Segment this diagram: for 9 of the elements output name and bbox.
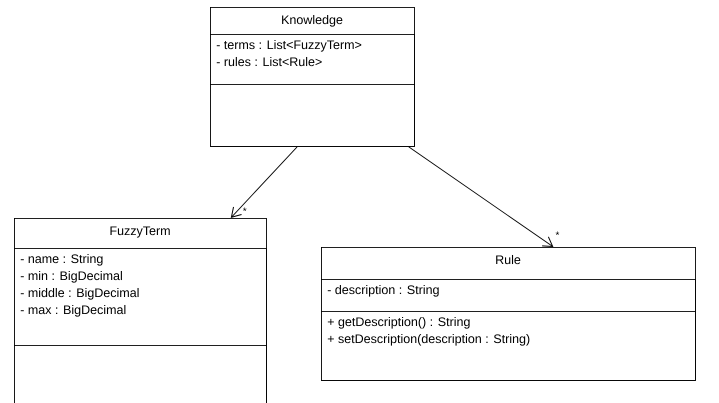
empty-compartment [210, 84, 415, 147]
arrow [230, 146, 298, 218]
multiplicity-label: * [556, 232, 560, 236]
empty-compartment [14, 344, 267, 403]
compartment: - name : String - min : BigDecimal - middle : BigDecimal - max : BigDecimal [14, 248, 267, 346]
multiplicity-label: * [242, 208, 247, 212]
arrow [408, 146, 554, 247]
compartment: - description : String [321, 278, 696, 312]
compartment: - terms : List<FuzzyTerm> - rules : List<Rule> [210, 34, 415, 85]
